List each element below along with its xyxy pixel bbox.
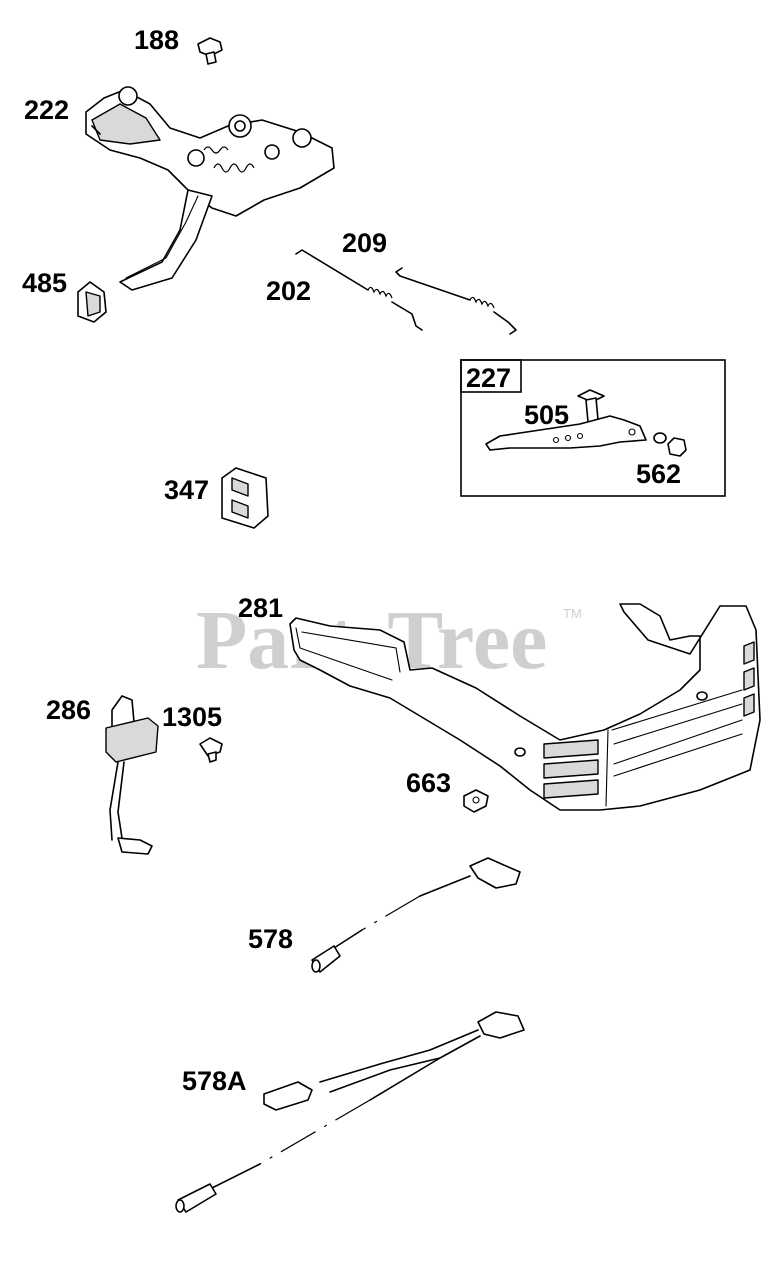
part-286-ignition-module[interactable] — [105, 695, 159, 855]
watermark-trademark: TM — [563, 606, 582, 621]
label-281: 281 — [238, 593, 283, 623]
part-578-ground-wire[interactable] — [311, 857, 521, 973]
label-578A: 578A — [182, 1066, 247, 1096]
label-222: 222 — [24, 95, 69, 125]
part-222-control-bracket[interactable] — [85, 86, 335, 291]
label-202: 202 — [266, 276, 311, 306]
part-505-pin[interactable] — [577, 389, 605, 423]
label-209: 209 — [342, 228, 387, 258]
part-281-blower-housing[interactable] — [289, 603, 761, 811]
label-1305: 1305 — [162, 702, 222, 732]
label-286: 286 — [46, 695, 91, 725]
part-188-bolt[interactable] — [197, 37, 223, 65]
label-505: 505 — [524, 400, 569, 430]
part-202-governor-link[interactable] — [295, 249, 423, 331]
kit-227-box — [460, 359, 726, 497]
label-663: 663 — [406, 768, 451, 798]
part-209-governor-spring[interactable] — [395, 267, 517, 335]
part-485-knob[interactable] — [77, 281, 107, 323]
part-578A-wire-harness[interactable] — [175, 1011, 525, 1213]
part-callout-labels: 188 222 485 202 209 227 505 562 347 281 … — [22, 25, 681, 1096]
label-578: 578 — [248, 924, 293, 954]
label-347: 347 — [164, 475, 209, 505]
part-227-lever[interactable] — [485, 415, 647, 451]
label-227: 227 — [466, 363, 511, 393]
label-485: 485 — [22, 268, 67, 298]
part-1305-screw[interactable] — [199, 737, 223, 763]
part-663-screw[interactable] — [463, 789, 489, 813]
label-562: 562 — [636, 459, 681, 489]
part-347-switch[interactable] — [221, 467, 269, 529]
part-562-washer-nut[interactable] — [653, 432, 687, 457]
label-188: 188 — [134, 25, 179, 55]
